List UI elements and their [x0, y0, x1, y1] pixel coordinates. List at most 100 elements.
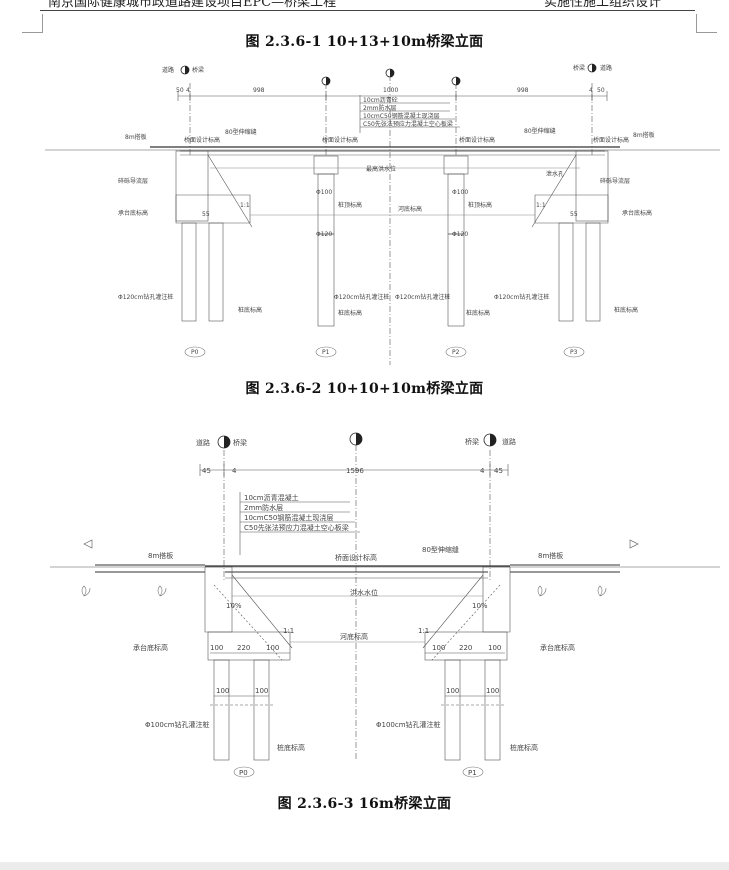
expansion-joint-2: 80型伸缩缝	[422, 545, 459, 554]
approach-slab-right: 8m搭板	[633, 131, 655, 139]
crop-mark-left	[22, 14, 43, 33]
pier-label-p1: P1	[322, 349, 330, 356]
pile-bottom-left-2: 桩底标高	[277, 743, 305, 752]
axis-symbols-2	[217, 432, 497, 449]
dim-998-left: 998	[253, 87, 265, 94]
pier-dia-a: Φ100	[316, 189, 332, 196]
riverbed-label-2: 河底标高	[340, 632, 368, 641]
pile-bottom-right: 桩底标高	[614, 306, 638, 314]
drain-hole-label: 泄水孔	[546, 170, 564, 178]
dim-100-h: 100	[486, 687, 499, 695]
pile-bottom-left: 桩底标高	[238, 306, 262, 314]
dim-55-left: 55	[202, 211, 210, 218]
flood-level-label: 最高洪水位	[366, 165, 396, 173]
layer-2: 2mm防水层	[363, 104, 397, 112]
flood-level-label-2: 洪水水位	[350, 588, 378, 597]
expansion-joint-left: 80型伸缩缝	[225, 128, 257, 136]
dim-1596: 1596	[346, 467, 364, 475]
dim-998-right: 998	[517, 87, 529, 94]
pile-dia-b: Φ120	[452, 231, 468, 238]
expansion-joint-right: 80型伸缩缝	[524, 127, 556, 135]
road-label-right-2: 道路	[502, 437, 516, 446]
grass-symbols	[81, 585, 607, 597]
figure-caption-1: 图 2.3.6-1 10+13+10m桥梁立面	[245, 34, 484, 50]
dim-45-left: 45	[202, 467, 211, 475]
approach-slab-left: 8m搭板	[125, 133, 147, 141]
dim-4-right-2: 4	[480, 467, 485, 475]
dim-100-c: 100	[432, 644, 445, 652]
bridge-label-right: 桥梁	[573, 64, 585, 72]
bridge-elevation-drawing-1: 道路 桥梁 桥梁 道路 50 4 998 1000 998 4 50 10cm沥…	[45, 63, 720, 365]
figure-caption-3: 图 2.3.6-3 16m桥梁立面	[277, 796, 452, 812]
dim-100-g: 100	[446, 687, 459, 695]
pile-bottom-mid1: 桩底标高	[338, 309, 362, 317]
slope-right: 1:1	[536, 202, 546, 209]
layer-3-b: 10cmC50钢筋混凝土现浇层	[244, 513, 333, 522]
layer-1: 10cm沥青砼	[363, 96, 398, 104]
layer-3: 10cmC50钢筋混凝土现浇层	[363, 112, 440, 120]
pile-bottom-mid2: 桩底标高	[466, 309, 490, 317]
dim-45-right: 45	[494, 467, 503, 475]
gravel-drain-right: 碎砾导流层	[600, 177, 630, 185]
page-bottom-bar	[0, 862, 729, 870]
cap-bottom-left: 承台底标高	[118, 209, 148, 217]
riverbed-label: 河底标高	[398, 205, 422, 213]
layer-4: C50先张法预应力混凝土空心板梁	[363, 120, 453, 128]
dim-100-d: 100	[488, 644, 501, 652]
bored-pile-right: Φ120cm钻孔灌注桩	[494, 293, 549, 301]
deck-level-3: 桥面设计标高	[459, 136, 495, 144]
pile-bottom-right-2: 桩底标高	[510, 743, 538, 752]
pct-right: 10%	[472, 602, 488, 610]
crop-mark-right	[696, 14, 717, 33]
bridge-label-left: 桥梁	[192, 66, 204, 74]
bridge-elevation-drawing-2: 道路 桥梁 桥梁 道路 45 4 1596 4 45 10cm沥青混凝土 2mm…	[50, 432, 720, 778]
pile-top-a: 桩顶标高	[338, 201, 362, 209]
dim-55-right: 55	[570, 211, 578, 218]
pier-label-p0-2: P0	[239, 769, 248, 777]
layer-4-b: C50先张法预应力混凝土空心板梁	[244, 523, 349, 532]
dim-50-right: 50	[597, 87, 605, 94]
header-doc-title: 实施性施工组织设计	[543, 0, 661, 10]
bridge-label-right-2: 桥梁	[465, 437, 479, 446]
pier-label-p1-2: P1	[468, 769, 477, 777]
cap-bottom-right-2: 承台底标高	[540, 643, 575, 652]
deck-level-label-2: 桥面设计标高	[335, 553, 377, 562]
bridge-label-left-2: 桥梁	[233, 438, 247, 447]
cap-bottom-left-2: 承台底标高	[133, 643, 168, 652]
header-rule	[40, 10, 695, 11]
approach-slab-left-2: 8m搭板	[148, 551, 173, 560]
layer-2-b: 2mm防水层	[244, 503, 283, 512]
dim-100-a: 100	[210, 644, 223, 652]
pile-dia-a: Φ120	[316, 231, 332, 238]
slope-left-2: 1:1	[283, 627, 294, 635]
axis-symbols-1	[180, 63, 597, 86]
bored-pile-mid1: Φ120cm钻孔灌注桩	[334, 293, 389, 301]
dim-50-left: 50	[176, 87, 184, 94]
pier-label-p0: P0	[191, 349, 199, 356]
dim-220-left: 220	[237, 644, 250, 652]
dim-4-left-2: 4	[232, 467, 237, 475]
dim-220-right: 220	[459, 644, 472, 652]
pile-top-b: 桩顶标高	[468, 201, 492, 209]
bored-pile-mid2: Φ120cm钻孔灌注桩	[395, 293, 450, 301]
dim-100-f: 100	[255, 687, 268, 695]
bored-pile-left: Φ120cm钻孔灌注桩	[118, 293, 173, 301]
layer-1-b: 10cm沥青混凝土	[244, 493, 299, 502]
road-label-left-2: 道路	[196, 438, 210, 447]
deck-level-4: 桥面设计标高	[593, 136, 629, 144]
pier-dia-b: Φ100	[452, 189, 468, 196]
pier-label-p2: P2	[452, 349, 460, 356]
road-label-left: 道路	[162, 66, 174, 74]
pct-left: 10%	[226, 602, 242, 610]
deck-level-2: 桥面设计标高	[322, 136, 358, 144]
dim-4-left: 4	[186, 87, 190, 94]
deck-level-1: 桥面设计标高	[184, 136, 220, 144]
dim-100-b: 100	[266, 644, 279, 652]
slope-right-2: 1:1	[418, 627, 429, 635]
figure-caption-2: 图 2.3.6-2 10+10+10m桥梁立面	[245, 381, 484, 397]
cap-bottom-right: 承台底标高	[622, 209, 652, 217]
header-project-title: 南京国际健康城市政道路建设项目EPC—桥梁工程	[48, 0, 337, 10]
dim-100-e: 100	[216, 687, 229, 695]
pier-label-p3: P3	[570, 349, 578, 356]
